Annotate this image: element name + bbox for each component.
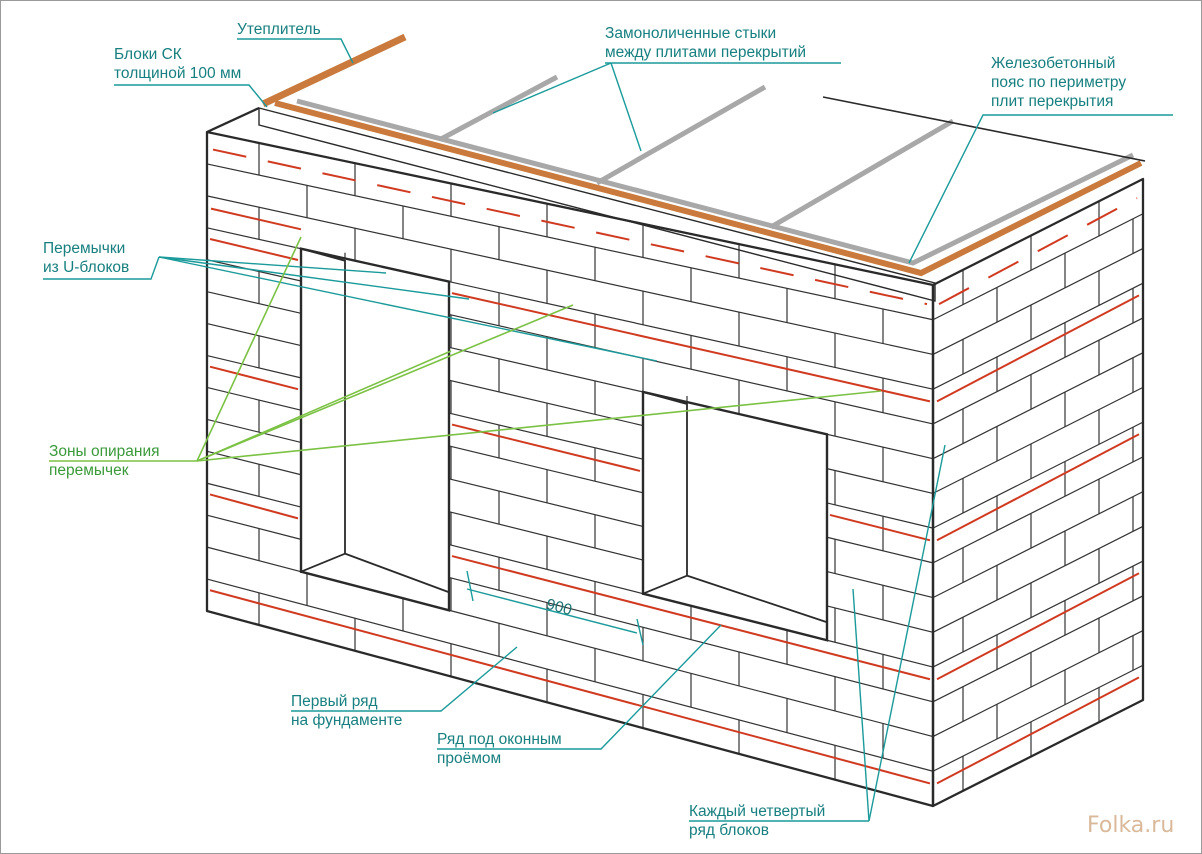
lintel-reinforcement — [210, 207, 302, 231]
course-joint — [206, 354, 302, 379]
reinforcement-line — [209, 365, 299, 391]
leader-lintel-1 — [158, 256, 387, 274]
side-course-joint — [932, 456, 1144, 564]
course-joint — [206, 482, 302, 508]
side-course-joint — [932, 282, 1144, 390]
course-joint — [206, 291, 302, 314]
corner-edge — [206, 106, 260, 134]
label-lintels: Перемычки из U-блоков — [43, 240, 130, 276]
side-course-joint — [932, 421, 1144, 529]
leader-lintel-2 — [158, 256, 470, 300]
leader-zone-4 — [196, 390, 882, 462]
side-wall-outline — [931, 177, 1145, 808]
course-joint — [206, 195, 934, 356]
course-joint — [448, 511, 644, 561]
label-support-zones: Зоны опирания перемычек — [49, 443, 160, 479]
dimension-tick-right — [636, 618, 644, 646]
label-ring-beam: Железобетонный пояс по периметру плит пе… — [991, 55, 1127, 110]
course-joint — [826, 468, 934, 494]
reinforcement-line — [209, 589, 931, 785]
label-first-row: Первый ряд на фундаменте — [291, 693, 403, 729]
dimension-line — [466, 588, 638, 634]
label-blocks: Блоки СК толщиной 100 мм — [114, 46, 242, 82]
side-course-joint — [932, 664, 1144, 772]
leader-lintels-underline — [43, 256, 160, 280]
slab-joint — [769, 118, 955, 230]
side-course-joint — [932, 317, 1144, 425]
leader-slab-joint-1 — [492, 62, 612, 114]
course-joint — [206, 450, 302, 476]
reinforcement-line — [451, 555, 931, 681]
label-insulation: Утеплитель — [237, 21, 321, 38]
reinforcement-line — [451, 292, 931, 403]
leader-slab-joint-2 — [610, 62, 642, 152]
course-joint — [826, 639, 934, 668]
side-course-joint — [932, 247, 1144, 356]
course-joint — [206, 386, 302, 411]
leader-insulation — [237, 38, 354, 64]
side-course-joint — [932, 595, 1144, 703]
top-course-edge — [258, 107, 936, 302]
ring-beam-edge — [274, 100, 1143, 277]
window-opening-sill — [686, 574, 828, 624]
slab-edge — [296, 98, 1135, 266]
course-joint — [448, 543, 644, 595]
side-reinforcement-line — [936, 433, 1140, 542]
course-joint — [206, 418, 302, 444]
side-course-joint — [932, 352, 1144, 460]
leader-zone-3 — [196, 304, 574, 462]
side-wall — [933, 179, 1143, 806]
course-joint — [206, 323, 302, 347]
watermark: Folka.ru — [1087, 813, 1175, 838]
leader-first-row — [291, 646, 518, 712]
slab-joint — [595, 84, 767, 186]
side-reinforcement-line — [936, 676, 1140, 785]
reinforcement-line — [209, 493, 299, 520]
label-slab-joints: Замоноличенные стыки между плитами перек… — [605, 25, 807, 61]
side-reinforcement-line — [936, 294, 1140, 403]
course-joint — [826, 536, 934, 564]
label-window-row: Ряд под оконным проёмом — [437, 731, 562, 767]
label-every-fourth-row: Каждый четвертый ряд блоков — [689, 803, 826, 839]
side-ring-beam-reinforcement — [938, 197, 1138, 305]
door-opening — [299, 247, 451, 612]
course-joint — [206, 546, 302, 573]
course-joint — [826, 605, 934, 633]
leader-every-fourth-2 — [852, 588, 870, 822]
dimension-tick-left — [466, 570, 474, 602]
course-joint — [448, 478, 644, 528]
slab-far-edge — [822, 96, 1146, 162]
floor-slab — [263, 1, 1145, 283]
course-joint — [448, 445, 644, 494]
reinforcement-line — [209, 238, 299, 261]
leader-window-row — [437, 624, 722, 750]
course-joint — [448, 412, 644, 460]
leader-ring-beam — [908, 114, 1173, 264]
side-course-joint — [932, 386, 1144, 494]
door-opening-sill — [344, 552, 450, 594]
side-course-joint — [932, 525, 1144, 633]
ring-beam-reinforcement — [212, 148, 928, 306]
course-joint — [826, 502, 934, 529]
leader-every-fourth-1 — [868, 444, 946, 822]
side-course-joint — [932, 213, 1144, 321]
leader-zone-1 — [196, 236, 302, 462]
reinforcement-line — [829, 513, 931, 542]
side-course-joint — [932, 491, 1144, 599]
leader-blocks — [114, 84, 268, 108]
side-course-joint — [932, 560, 1144, 668]
insulation-strip — [261, 33, 407, 108]
course-joint — [206, 578, 934, 772]
side-reinforcement-line — [936, 572, 1140, 681]
leader-lintel-3 — [158, 256, 658, 362]
course-joint — [206, 514, 302, 540]
slab-joint — [439, 74, 559, 142]
side-course-joint — [932, 629, 1144, 738]
course-joint — [206, 163, 934, 321]
